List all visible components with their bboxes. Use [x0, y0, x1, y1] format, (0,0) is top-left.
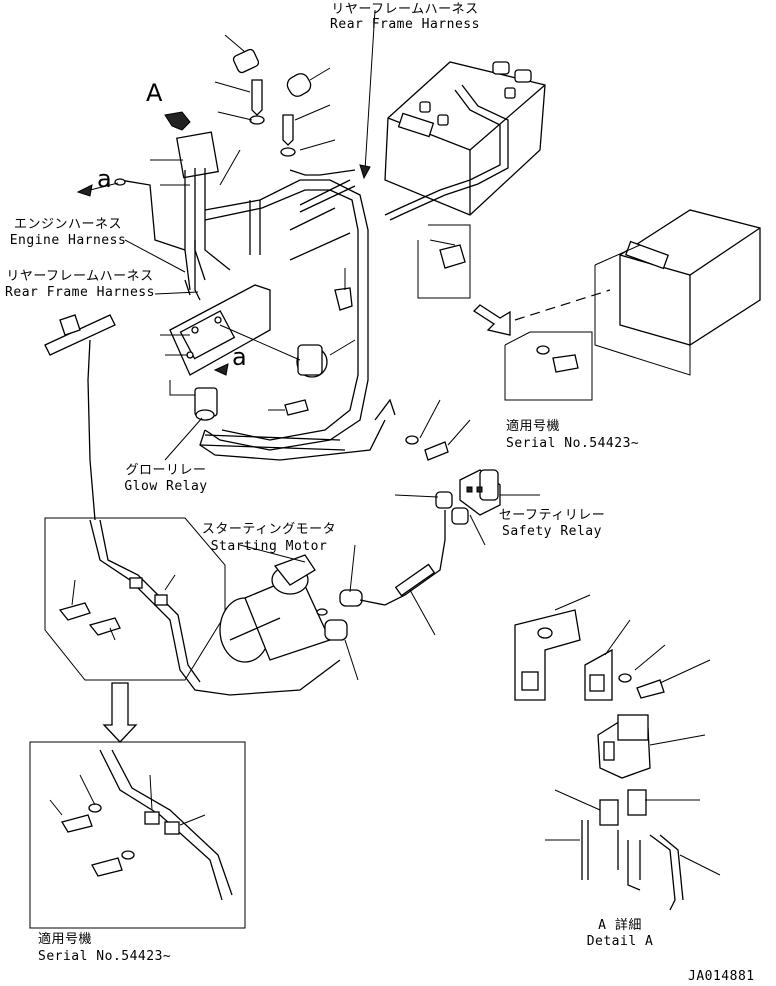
boot-cap-icon: [286, 73, 312, 97]
bolt-icon: [334, 287, 353, 311]
ref-a-left-label: a: [97, 165, 113, 193]
battery-cable: [384, 89, 501, 216]
bolt-detail-box: [417, 224, 471, 299]
glow-relay-en: Glow Relay: [124, 479, 208, 494]
connector-icon: [599, 799, 619, 826]
rear-frame-harness-top-jp: リヤーフレームハーネス: [331, 2, 479, 17]
rear-frame-harness-left-en: Rear Frame Harness: [5, 285, 155, 300]
serial-bottom-jp: 適用号機: [38, 932, 93, 947]
serial-bottom-en: Serial No.54423~: [38, 949, 172, 964]
relay-detail: [597, 714, 651, 779]
serial-right-en: Serial No.54423~: [506, 436, 640, 451]
main-harness: [204, 179, 369, 451]
detail-a-en: Detail A: [586, 934, 654, 949]
washer-icon: [249, 115, 265, 125]
clamp-icon: [164, 821, 180, 835]
battery-upper: [384, 61, 546, 216]
washer-icon: [536, 345, 550, 355]
starting-motor: [219, 554, 331, 663]
view-a-arrow-icon: [164, 111, 191, 131]
bolt-icon: [284, 399, 309, 416]
bolt-icon: [251, 79, 263, 116]
terminal-cap-icon: [339, 589, 363, 607]
starting-motor-jp: スターティングモータ: [201, 522, 337, 537]
bolt-icon: [424, 441, 449, 461]
safety-relay: [459, 469, 501, 516]
ref-arrow-icon: [76, 184, 93, 197]
clamp-icon: [144, 811, 160, 825]
motor-cable: [359, 510, 446, 606]
ref-a-center-label: a: [232, 343, 248, 371]
connector-icon: [627, 789, 647, 816]
serial-detail-box-right: [504, 331, 593, 401]
rear-frame-harness-top-en: Rear Frame Harness: [330, 17, 480, 32]
bolt-icon: [91, 857, 123, 877]
bolt-icon: [88, 617, 121, 636]
battery-lower: [594, 209, 761, 376]
safety-relay-en: Safety Relay: [502, 524, 602, 539]
connector-cap-icon: [451, 507, 469, 525]
washer-icon: [405, 435, 419, 445]
connector-icon: [176, 131, 219, 179]
safety-relay-jp: セーフティリレー: [498, 508, 606, 523]
bolt-icon: [552, 354, 579, 373]
washer-icon: [280, 147, 296, 157]
down-arrow-icon: [102, 682, 138, 743]
clamp-icon: [129, 577, 143, 589]
detail-a-jp: A 詳細: [598, 918, 642, 933]
serial-detail-box-bottom: [29, 741, 246, 929]
serial-right-jp: 適用号機: [506, 419, 561, 434]
inset-box-left: [44, 517, 226, 681]
terminal-cap-icon: [324, 619, 348, 641]
clamp-icon: [154, 594, 168, 606]
glow-relay-jp: グローリレー: [125, 463, 207, 478]
connector-cap-icon: [435, 491, 453, 509]
rear-frame-harness-left-jp: リヤーフレームハーネス: [6, 269, 154, 284]
bolt-icon: [60, 814, 93, 833]
bolt-icon: [636, 679, 665, 699]
battery-dash-line: [514, 289, 611, 321]
boot-cap-icon: [232, 48, 260, 74]
washer-icon: [121, 850, 135, 860]
bolt-icon: [282, 114, 294, 146]
starting-motor-en: Starting Motor: [210, 539, 328, 554]
drawing-id: JA014881: [688, 969, 755, 984]
bolt-icon: [439, 244, 466, 269]
washer-icon: [618, 673, 632, 683]
engine-harness-jp: エンジンハーネス: [13, 217, 123, 232]
engine-harness-en: Engine Harness: [9, 233, 127, 248]
washer-icon: [88, 803, 102, 813]
callout-arrow-icon: [472, 304, 511, 336]
view-a-label: A: [146, 79, 163, 107]
bolt-icon: [58, 602, 91, 621]
rear-frame-harness-bar: [44, 314, 116, 356]
